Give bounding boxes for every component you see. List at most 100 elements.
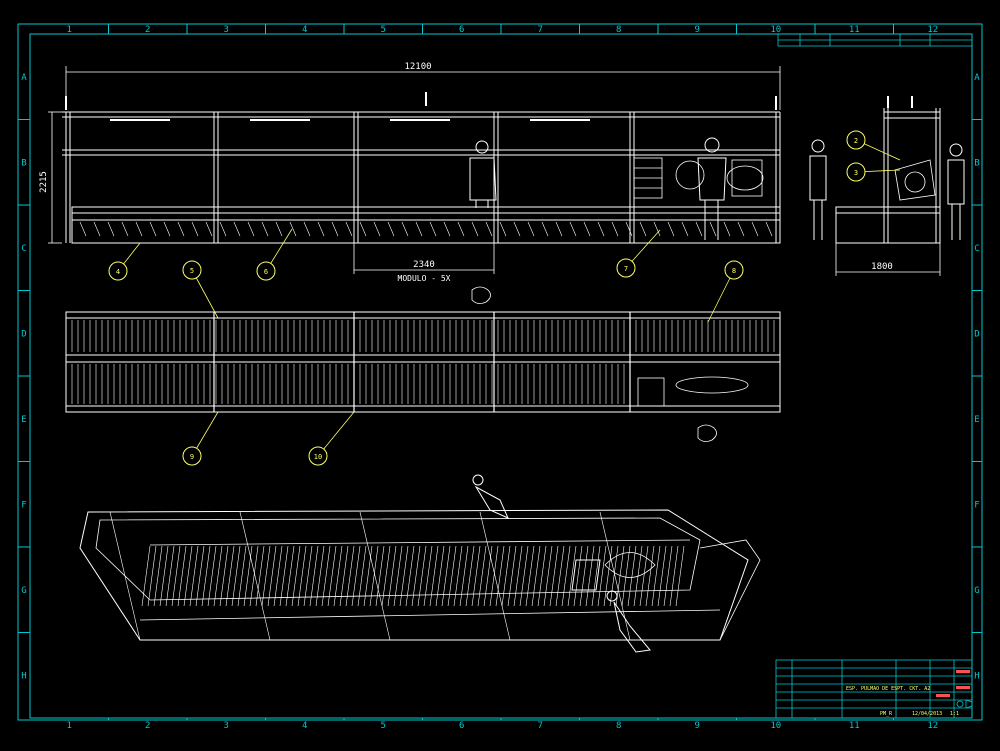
bed-detail bbox=[597, 221, 605, 237]
roller bbox=[357, 545, 367, 607]
roller bbox=[387, 545, 397, 607]
roller bbox=[207, 545, 217, 607]
roller bbox=[645, 545, 655, 607]
roller bbox=[291, 545, 301, 607]
leader-line bbox=[707, 269, 735, 323]
roller bbox=[423, 545, 433, 607]
bed-detail bbox=[219, 221, 227, 237]
roller bbox=[567, 545, 577, 607]
bed-detail bbox=[653, 221, 661, 237]
roller bbox=[303, 545, 313, 607]
balloon bbox=[724, 260, 744, 280]
bed-detail bbox=[261, 221, 269, 237]
roller bbox=[339, 545, 349, 607]
operator-figure bbox=[809, 139, 827, 240]
balloon bbox=[616, 258, 636, 278]
roller bbox=[525, 545, 535, 607]
title-block-title: ESP. PULMAO DE ESPT. CKT. A2 bbox=[846, 686, 930, 692]
bed-detail bbox=[233, 221, 241, 237]
row-label: F bbox=[21, 500, 26, 510]
roller bbox=[585, 545, 595, 607]
bed-detail bbox=[541, 221, 549, 237]
bed-detail bbox=[695, 221, 703, 237]
row-label: A bbox=[21, 73, 27, 83]
roller bbox=[513, 545, 523, 607]
roller bbox=[171, 545, 181, 607]
balloon bbox=[256, 261, 276, 281]
bed-detail bbox=[751, 221, 759, 237]
column-label: 7 bbox=[538, 721, 543, 731]
column-label: 10 bbox=[770, 25, 781, 35]
bed-detail bbox=[205, 221, 213, 237]
bed-detail bbox=[289, 221, 297, 237]
isometric-view bbox=[79, 474, 761, 653]
sheet-frame bbox=[17, 23, 983, 721]
row-label: E bbox=[21, 415, 26, 425]
roller bbox=[351, 545, 361, 607]
roller bbox=[255, 545, 265, 607]
row-label: G bbox=[21, 586, 26, 596]
balloon-label: 5 bbox=[190, 267, 194, 275]
bed-detail bbox=[667, 221, 675, 237]
bed-detail bbox=[415, 221, 423, 237]
roller bbox=[675, 545, 685, 607]
balloon bbox=[182, 446, 202, 466]
bed-detail bbox=[163, 221, 171, 237]
bed-detail bbox=[737, 221, 745, 237]
roller bbox=[327, 545, 337, 607]
column-label: 4 bbox=[302, 25, 307, 35]
balloon-label: 3 bbox=[854, 169, 858, 177]
row-label: D bbox=[21, 329, 26, 339]
operator-figure bbox=[947, 143, 965, 240]
operator-figure bbox=[697, 137, 727, 240]
roller bbox=[429, 545, 439, 607]
balloon-label: 2 bbox=[854, 137, 858, 145]
bed-detail bbox=[513, 221, 521, 237]
row-label: B bbox=[974, 158, 979, 168]
column-label: 5 bbox=[381, 721, 386, 731]
title-block-accent bbox=[936, 670, 970, 697]
dimension-width bbox=[835, 243, 941, 276]
roller bbox=[549, 545, 559, 607]
bed-detail bbox=[359, 221, 367, 237]
column-label: 2 bbox=[145, 25, 150, 35]
column-label: 11 bbox=[849, 25, 860, 35]
column-label: 3 bbox=[224, 721, 229, 731]
roller bbox=[507, 545, 517, 607]
row-label: D bbox=[974, 329, 979, 339]
roller bbox=[201, 545, 211, 607]
bed-detail bbox=[611, 221, 619, 237]
bed-detail bbox=[639, 221, 647, 237]
dimension-overall-length bbox=[65, 66, 781, 110]
frame-member bbox=[109, 511, 141, 641]
dimension-module bbox=[353, 243, 495, 274]
balloon-label: 4 bbox=[116, 268, 120, 276]
bed-detail bbox=[681, 221, 689, 237]
title-block-scale: 1:1 bbox=[950, 711, 959, 717]
row-label: H bbox=[21, 671, 26, 681]
roller bbox=[495, 545, 505, 607]
roller bbox=[639, 545, 649, 607]
bed-detail bbox=[303, 221, 311, 237]
bed-detail bbox=[107, 221, 115, 237]
roller bbox=[285, 545, 295, 607]
bed-detail bbox=[177, 221, 185, 237]
balloon bbox=[846, 130, 866, 150]
row-label: C bbox=[21, 244, 26, 254]
roller bbox=[195, 545, 205, 607]
column-label: 8 bbox=[616, 25, 621, 35]
roller bbox=[231, 545, 241, 607]
balloon-label: 9 bbox=[190, 453, 194, 461]
roller bbox=[243, 545, 253, 607]
roller bbox=[447, 545, 457, 607]
roller bbox=[249, 545, 259, 607]
balloon bbox=[108, 261, 128, 281]
column-label: 11 bbox=[849, 721, 860, 731]
column-label: 12 bbox=[927, 721, 938, 731]
dimension-height bbox=[48, 111, 62, 244]
roller bbox=[405, 545, 415, 607]
roller bbox=[537, 545, 547, 607]
row-label: C bbox=[974, 244, 979, 254]
column-label: 9 bbox=[695, 25, 700, 35]
